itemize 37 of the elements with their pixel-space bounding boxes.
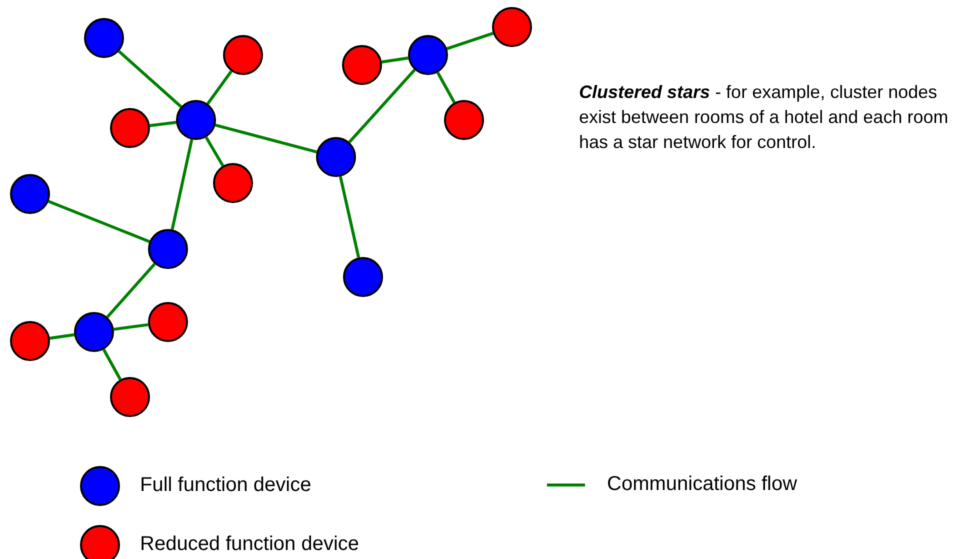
legend-label: Reduced function device	[140, 533, 360, 556]
connector-line	[436, 72, 456, 104]
full-function-device-node	[176, 100, 216, 140]
connector-line	[102, 348, 122, 380]
connector-line	[170, 139, 194, 230]
full-function-device-node	[10, 174, 50, 214]
connector-line	[204, 136, 224, 167]
connector-line	[150, 120, 176, 128]
connector-line	[48, 200, 150, 243]
connector-line	[348, 68, 416, 144]
connector-line	[338, 176, 360, 258]
reduced-function-device-node	[223, 35, 263, 75]
connector-line	[106, 262, 156, 318]
full-function-device-node	[343, 257, 383, 297]
connector-line	[446, 32, 494, 50]
connector-line	[206, 70, 232, 105]
full-function-device-node	[74, 312, 114, 352]
full-function-device-node	[148, 229, 188, 269]
connector-line	[114, 323, 148, 331]
reduced-function-device-node	[10, 321, 50, 361]
legend-label: Communications flow	[607, 473, 798, 496]
full-function-device-node	[84, 18, 124, 58]
reduced-function-device-node	[148, 302, 188, 342]
reduced-function-device-node	[492, 7, 532, 47]
connector-line	[382, 56, 408, 64]
reduced-function-device-node	[110, 108, 150, 148]
connector-line	[50, 333, 74, 340]
legend-label: Full function device	[140, 474, 312, 497]
reduced-function-device-node	[444, 100, 484, 140]
reduced-function-device-node	[110, 377, 150, 417]
full-function-device-node	[316, 137, 356, 177]
reduced-function-device-node	[213, 163, 253, 203]
reduced-function-device-node	[342, 45, 382, 85]
connector-line	[214, 124, 318, 154]
full-function-device-node	[408, 35, 448, 75]
connector-line	[118, 50, 182, 108]
description-text: Clustered stars - for example, cluster nodes exist between rooms of a hotel and each room has a star network for control.	[579, 81, 950, 154]
